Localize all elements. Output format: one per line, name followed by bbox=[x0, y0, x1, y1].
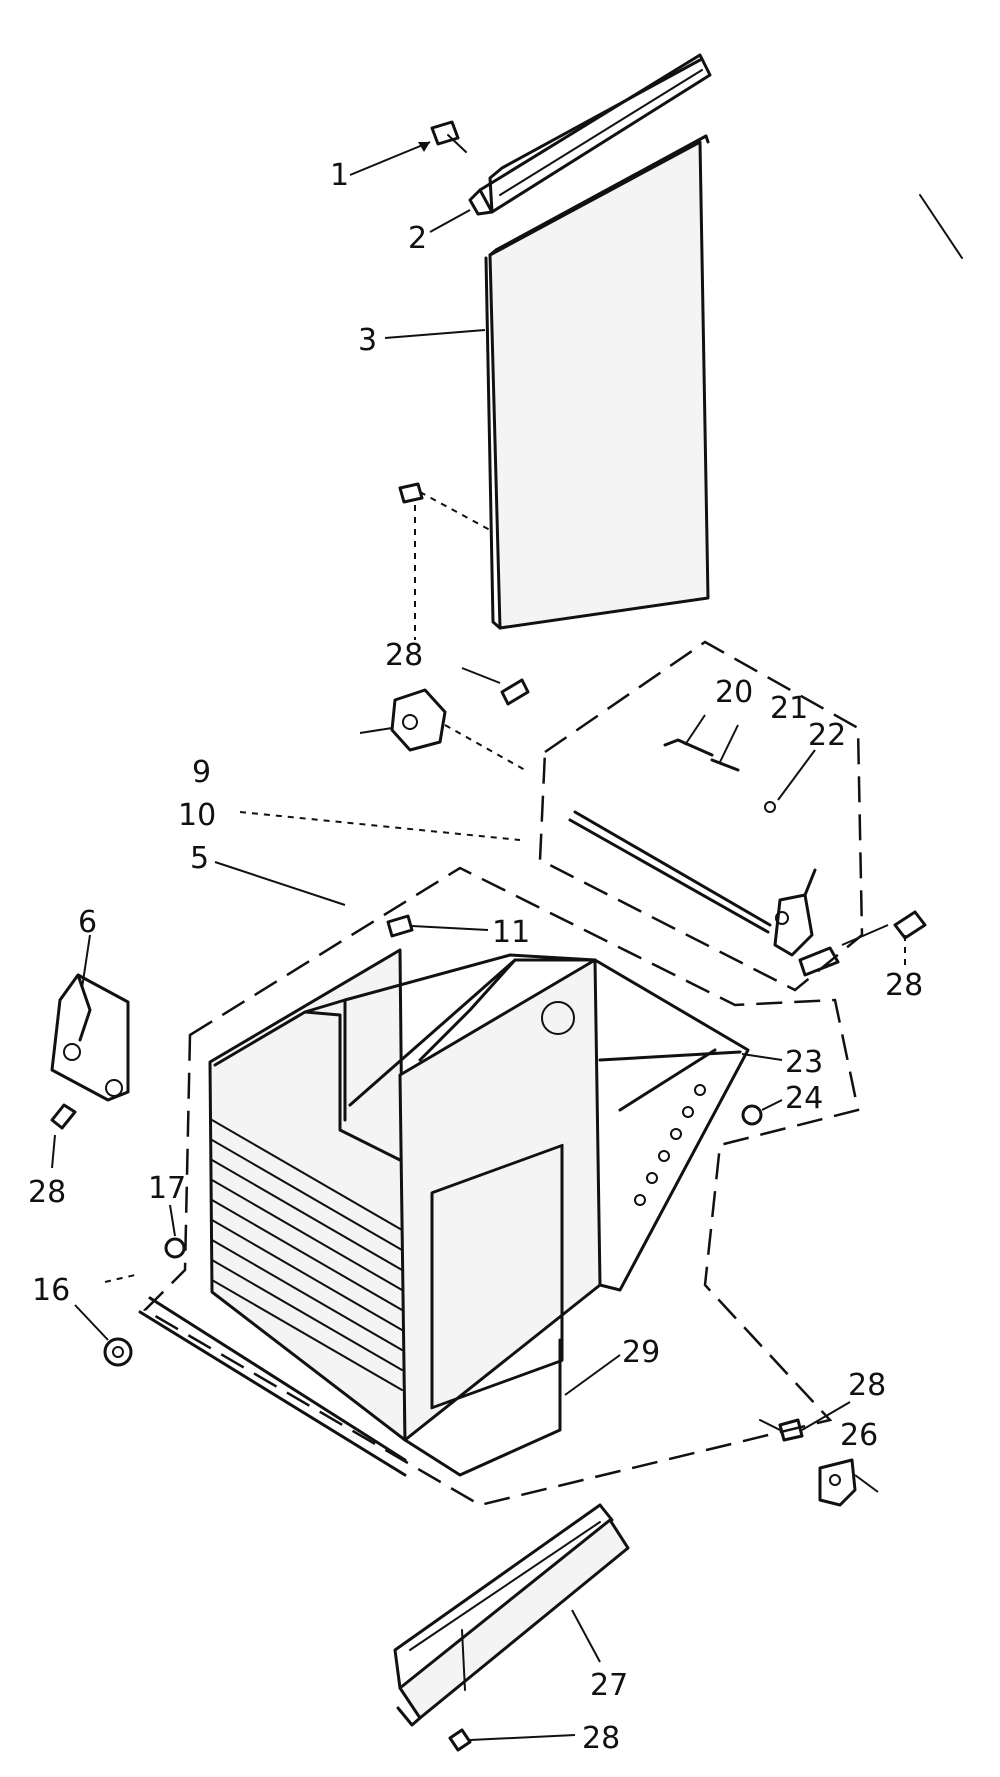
leader-21 bbox=[719, 724, 739, 763]
part-28-screw-bottom bbox=[448, 1728, 576, 1752]
part-16-grommet bbox=[74, 1274, 136, 1367]
callout-28-e: 28 bbox=[848, 1368, 886, 1403]
callout-11: 11 bbox=[492, 915, 530, 950]
part-28-screw-right bbox=[841, 910, 927, 965]
callout-28-f: 28 bbox=[582, 1721, 620, 1756]
part-1-screw bbox=[430, 120, 467, 153]
part-2-top-trim bbox=[468, 53, 712, 216]
callout-9: 9 bbox=[192, 755, 211, 790]
leader-27 bbox=[571, 1609, 601, 1663]
leader-6 bbox=[81, 934, 91, 989]
part-6-bracket bbox=[50, 973, 130, 1102]
leader-23 bbox=[741, 1053, 783, 1061]
stray-mark bbox=[919, 194, 963, 259]
leader-3 bbox=[384, 329, 486, 339]
callout-1: 1 bbox=[330, 158, 349, 193]
coil-bumps bbox=[634, 1084, 706, 1206]
callout-26: 26 bbox=[840, 1418, 878, 1453]
leader-10 bbox=[239, 811, 521, 841]
leader-5 bbox=[214, 861, 346, 906]
callout-10: 10 bbox=[178, 798, 216, 833]
callout-17: 17 bbox=[148, 1171, 186, 1206]
callout-3: 3 bbox=[358, 323, 377, 358]
main-cabinet bbox=[138, 866, 860, 1507]
callout-20: 20 bbox=[715, 675, 753, 710]
part-28-screw-b bbox=[500, 678, 530, 706]
upper-assembly-group bbox=[538, 640, 864, 992]
part-27-bottom-rail bbox=[393, 1503, 630, 1727]
part-28-screw-lower-right bbox=[759, 1401, 851, 1442]
arrow-1 bbox=[418, 142, 430, 152]
callout-27: 27 bbox=[590, 1668, 628, 1703]
part-11-screw bbox=[386, 914, 414, 938]
callout-2: 2 bbox=[408, 221, 427, 256]
callout-24: 24 bbox=[785, 1081, 823, 1116]
callout-29: 29 bbox=[622, 1335, 660, 1370]
callout-22: 22 bbox=[808, 718, 846, 753]
part-17-nut bbox=[164, 1204, 186, 1259]
callout-16: 16 bbox=[32, 1273, 70, 1308]
callout-23: 23 bbox=[785, 1045, 823, 1080]
part-26-clip bbox=[818, 1458, 879, 1507]
leader-28a bbox=[461, 667, 501, 684]
part-3-panel bbox=[484, 134, 710, 630]
callout-21: 21 bbox=[770, 691, 808, 726]
leader-2 bbox=[429, 209, 471, 233]
callout-28-d: 28 bbox=[885, 968, 923, 1003]
leader-11 bbox=[411, 925, 489, 931]
part-24-nut bbox=[741, 1099, 783, 1126]
hinge-bracket bbox=[359, 688, 526, 771]
leader-29 bbox=[564, 1354, 621, 1396]
callout-28-c: 28 bbox=[28, 1175, 66, 1210]
leader-20 bbox=[684, 714, 706, 746]
leader-22 bbox=[777, 749, 816, 801]
part-28-screw-a bbox=[398, 482, 491, 640]
leader-1 bbox=[349, 141, 431, 176]
callout-5: 5 bbox=[190, 841, 209, 876]
callout-28-a: 28 bbox=[385, 638, 423, 673]
part-28-screw-left bbox=[50, 1103, 77, 1169]
louvers bbox=[211, 1119, 403, 1391]
callout-6: 6 bbox=[78, 905, 97, 940]
